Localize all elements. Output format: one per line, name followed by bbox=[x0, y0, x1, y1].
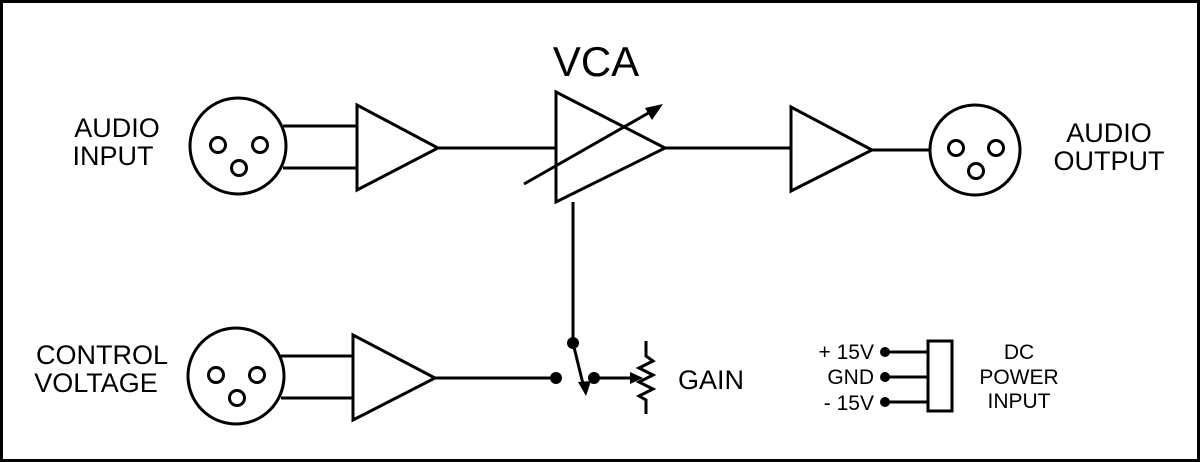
audio-output-label-line2: OUTPUT bbox=[1054, 146, 1165, 176]
audio-output-label-line1: AUDIO bbox=[1066, 118, 1152, 148]
audio-input-label-line1: AUDIO bbox=[74, 113, 160, 143]
vca-amplifier-icon bbox=[554, 89, 669, 205]
control-voltage-label-line1: CONTROL bbox=[36, 340, 168, 370]
power-pin-minus-15v-label: - 15V bbox=[824, 392, 874, 415]
dc-power-label-line2: POWER bbox=[979, 366, 1058, 389]
mode-switch-icon bbox=[571, 342, 591, 396]
pot-wiper-arrow-icon bbox=[630, 372, 643, 384]
gain-label: GAIN bbox=[678, 365, 744, 395]
switch-cv-node bbox=[550, 372, 562, 384]
power-pin-plus-15v-label: + 15V bbox=[819, 341, 874, 364]
audio-output-xlr-connector-icon bbox=[928, 103, 1022, 197]
audio-input-xlr-connector-icon bbox=[188, 96, 288, 196]
power-pin-gnd-label: GND bbox=[827, 366, 874, 389]
dc-power-label-line1: DC bbox=[1004, 341, 1034, 364]
control-amplifier-icon bbox=[351, 332, 439, 423]
vca-title: VCA bbox=[553, 38, 639, 85]
gain-potentiometer-icon bbox=[635, 341, 657, 414]
dc-power-connector-icon bbox=[926, 339, 954, 413]
audio-input-label-line2: INPUT bbox=[73, 141, 154, 171]
control-voltage-xlr-connector-icon bbox=[186, 326, 286, 426]
control-voltage-label-line2: VOLTAGE bbox=[34, 368, 158, 398]
dc-power-label-line3: INPUT bbox=[988, 390, 1051, 413]
vca-variable-arrow-icon bbox=[523, 104, 663, 186]
input-amplifier-icon bbox=[355, 102, 442, 193]
output-amplifier-icon bbox=[789, 104, 876, 194]
